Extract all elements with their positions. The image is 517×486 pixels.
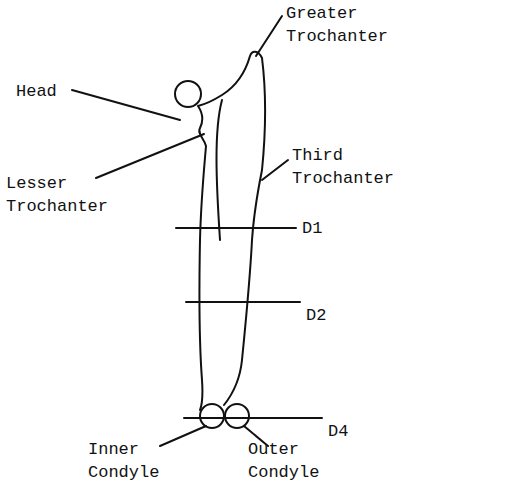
leader-line — [72, 90, 180, 120]
section-line — [184, 417, 322, 419]
leader-line — [256, 16, 282, 56]
section-label: D2 — [306, 304, 346, 327]
inner-condyle — [200, 404, 224, 428]
section-line — [186, 301, 300, 303]
part-label: Lesser Trochanter — [6, 172, 122, 218]
femur-outline — [198, 52, 265, 410]
section-label: D4 — [328, 420, 368, 443]
section-line — [176, 227, 296, 229]
part-label: Head — [16, 80, 76, 103]
section-label: D1 — [302, 217, 342, 240]
part-label: Greater Trochanter — [286, 2, 402, 48]
leader-line — [160, 426, 206, 446]
femoral-head — [175, 81, 201, 107]
shaft-ridge — [217, 100, 223, 240]
outer-condyle — [225, 404, 249, 428]
part-label: Outer Condyle — [248, 438, 330, 484]
part-label: Inner Condyle — [88, 438, 170, 484]
leader-line — [262, 160, 288, 180]
leader-line — [96, 134, 204, 178]
part-label: Third Trochanter — [292, 144, 408, 190]
